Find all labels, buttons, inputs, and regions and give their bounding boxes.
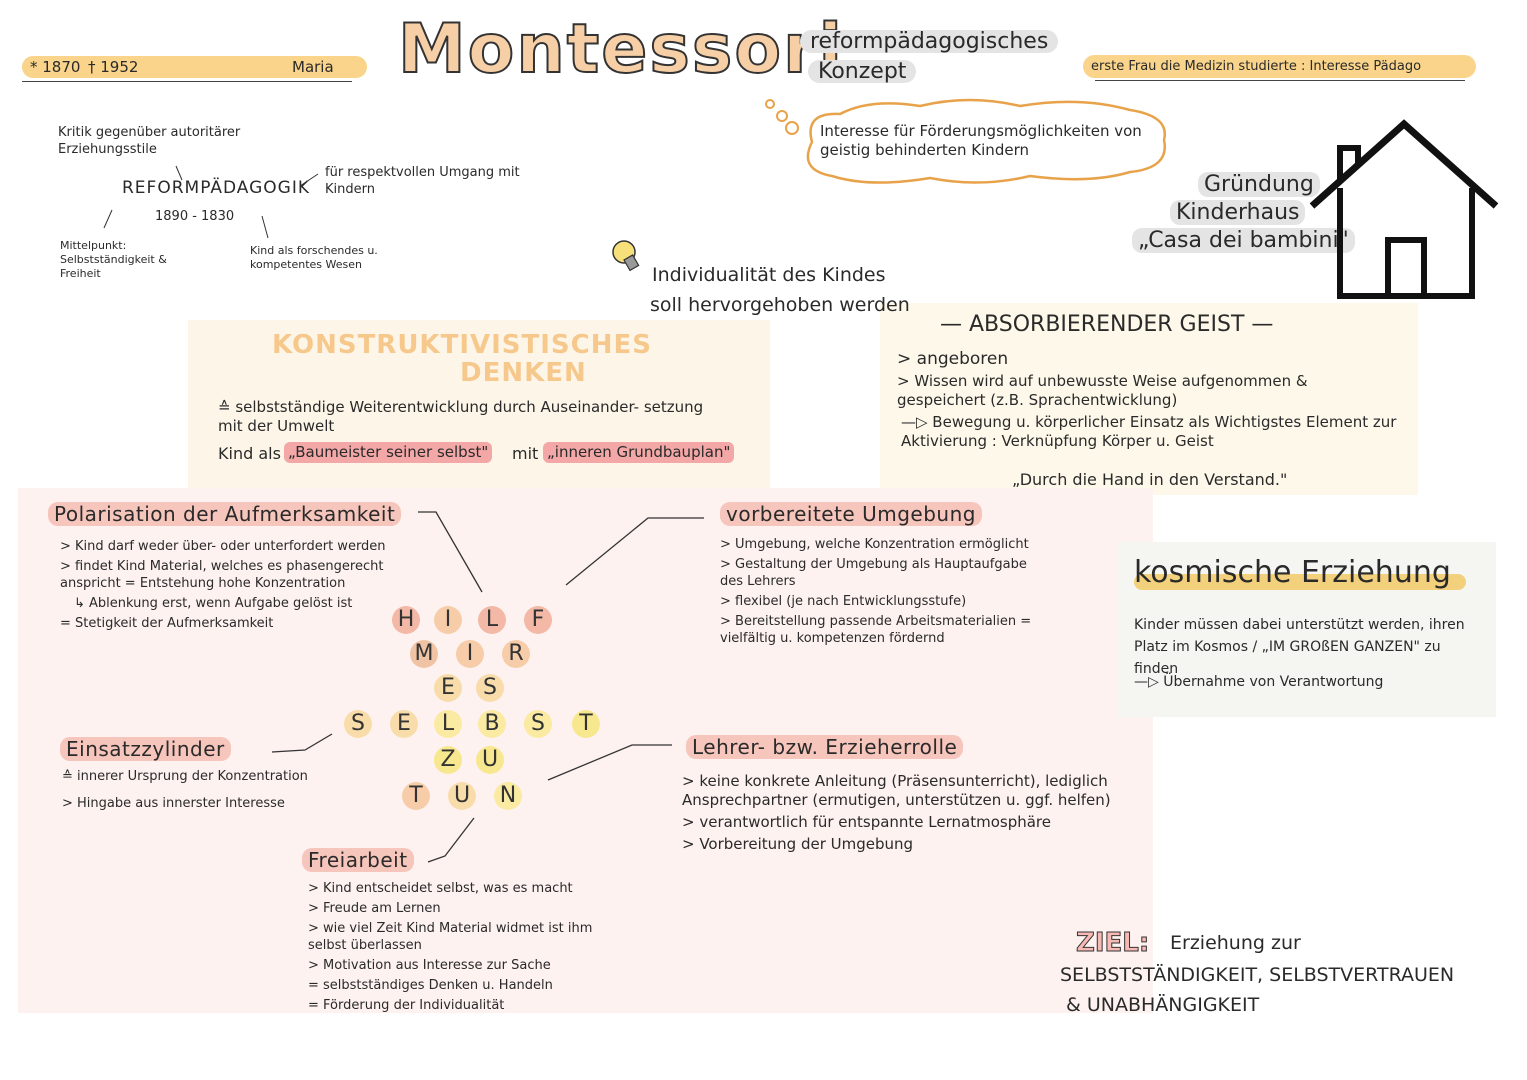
prepared-item: > flexibel (je nach Entwicklungsstufe) — [720, 594, 967, 609]
motto-letter: L — [478, 606, 506, 634]
motto-letter: I — [456, 640, 484, 668]
cosmic-panel — [1118, 542, 1496, 717]
cylinder-title: Einsatzzylinder — [60, 737, 231, 761]
prepared-title: vorbereitete Umgebung — [720, 502, 982, 526]
motto-letter: E — [434, 674, 462, 702]
prepared-item: > Umgebung, welche Konzentration ermögli… — [720, 537, 1029, 552]
freework-list: > Kind entscheidet selbst, was es macht … — [308, 880, 628, 1017]
house-line3: „Casa dei bambini" — [1132, 228, 1355, 253]
reform-years: 1890 - 1830 — [155, 209, 235, 224]
death-year: † 1952 — [88, 58, 139, 76]
absorbing-list: > angeboren > Wissen wird auf unbewusste… — [897, 350, 1397, 454]
teacher-item: > keine konkrete Anleitung (Präsensunter… — [682, 772, 1111, 809]
teacher-title: Lehrer- bzw. Erzieherrolle — [686, 735, 964, 759]
goal-line3: & UNABHÄNGIGKEIT — [1066, 994, 1260, 1016]
respect-text: für respektvollen Umgang mit Kindern — [325, 165, 520, 197]
teacher-item: > Vorbereitung der Umgebung — [682, 835, 914, 853]
motto-letter: T — [572, 710, 600, 738]
prepared-list: > Umgebung, welche Konzentration ermögli… — [720, 536, 1050, 650]
motto-letter: L — [434, 710, 462, 738]
header-underline — [22, 81, 352, 82]
motto-letter: U — [476, 746, 504, 774]
motto-letter: S — [524, 710, 552, 738]
subtitle-line2: Konzept — [808, 60, 917, 83]
motto-letter: S — [476, 674, 504, 702]
cylinder-item: > Hingabe aus innerster Interesse — [62, 796, 285, 811]
motto-letter: H — [392, 606, 420, 634]
constructivism-point: ≙ selbstständige Weiterentwicklung durch… — [218, 398, 704, 435]
motto-letter: R — [502, 640, 530, 668]
motto-letter: E — [390, 710, 418, 738]
baumeister-highlight: „Baumeister seiner selbst" — [284, 442, 493, 463]
cloud-text: Interesse für Förderungsmöglichkeiten vo… — [820, 122, 1142, 159]
freework-item: = selbstständiges Denken u. Handeln — [308, 978, 553, 993]
motto-letter: F — [524, 606, 552, 634]
thought-cloud — [765, 98, 1167, 184]
constructivism-title1: KONSTRUKTIVISTISCHES — [272, 330, 652, 360]
motto-letter: M — [410, 640, 438, 668]
cosmic-text: Kinder müssen dabei unterstützt werden, … — [1134, 617, 1465, 677]
motto-letter: S — [344, 710, 372, 738]
life-dates-bar — [22, 56, 367, 78]
goal-line1: Erziehung zur — [1170, 932, 1301, 954]
reform-title: REFORMPÄDAGOGIK — [122, 178, 310, 198]
motto-letter: T — [402, 782, 430, 810]
house-line1: Gründung — [1198, 172, 1320, 197]
freework-item: = Förderung der Individualität — [308, 998, 505, 1013]
prepared-item: > Bereitstellung passende Arbeitsmateria… — [720, 614, 1032, 646]
freework-title: Freiarbeit — [302, 848, 414, 872]
prepared-item: > Gestaltung der Umgebung als Hauptaufga… — [720, 557, 1027, 589]
grundbauplan-highlight: „inneren Grundbauplan" — [543, 442, 735, 463]
absorbing-title: — ABSORBIERENDER GEIST — — [940, 312, 1274, 337]
cosmic-underline — [1134, 574, 1466, 590]
reform-arrows — [103, 165, 319, 239]
polarisation-item: = Stetigkeit der Aufmerksamkeit — [60, 616, 274, 631]
polarisation-item: > Kind darf weder über- oder unterforder… — [60, 539, 386, 554]
cosmic-title: kosmische Erziehung — [1134, 555, 1451, 590]
individuality-line1: Individualität des Kindes — [652, 264, 886, 286]
page-title: Montessori — [397, 9, 844, 90]
cylinder-list: ≙ innerer Ursprung der Konzentration > H… — [62, 768, 352, 815]
individuality-line2: soll hervorgehoben werden — [650, 294, 910, 316]
lightbulb-icon — [612, 240, 640, 272]
center-text: Mittelpunkt: Selbstständigkeit & Freihei… — [60, 239, 167, 280]
birth-year: * 1870 — [30, 58, 81, 76]
freework-item: > Freude am Lernen — [308, 901, 441, 916]
motto-letter: N — [494, 782, 522, 810]
absorbing-item: > angeboren — [897, 349, 1009, 369]
constructivism-child-prefix: Kind als — [218, 444, 281, 463]
goal-label: ZIEL: — [1075, 928, 1150, 959]
freework-item: > Motivation aus Interesse zur Sache — [308, 958, 551, 973]
absorbing-item: —▷ Bewegung u. körperlicher Einsatz als … — [901, 413, 1397, 450]
medicine-note: erste Frau die Medizin studierte : Inter… — [1083, 55, 1476, 78]
mindmap-connectors — [271, 511, 704, 863]
motto-letter: B — [478, 710, 506, 738]
freework-item: > Kind entscheidet selbst, was es macht — [308, 881, 573, 896]
polarisation-item: > findet Kind Material, welches es phase… — [60, 559, 384, 591]
absorbing-item: > Wissen wird auf unbewusste Weise aufge… — [897, 372, 1308, 409]
child-text: Kind als forschendes u. kompetentes Wese… — [250, 244, 378, 271]
cylinder-item: ≙ innerer Ursprung der Konzentration — [62, 769, 308, 784]
medicine-underline — [1095, 80, 1465, 81]
motto-letter: Z — [434, 746, 462, 774]
polarisation-list: > Kind darf weder über- oder unterforder… — [60, 538, 390, 635]
polarisation-item: ↳ Ablenkung erst, wenn Aufgabe gelöst is… — [74, 596, 353, 611]
critique-text: Kritik gegenüber autoritärer Erziehungss… — [58, 125, 241, 157]
absorbing-panel — [880, 303, 1418, 495]
motto-letter: I — [434, 606, 462, 634]
goal-line2: SELBSTSTÄNDIGKEIT, SELBSTVERTRAUEN — [1060, 964, 1455, 986]
cosmic-arrow: —▷ Übernahme von Verantwortung — [1134, 674, 1384, 690]
freework-item: > wie viel Zeit Kind Material widmet ist… — [308, 921, 593, 953]
teacher-list: > keine konkrete Anleitung (Präsensunter… — [682, 772, 1132, 857]
absorbing-quote: „Durch die Hand in den Verstand." — [1012, 470, 1288, 489]
teacher-item: > verantwortlich für entspannte Lernatmo… — [682, 813, 1051, 831]
subtitle-line1: reformpädagogisches — [800, 30, 1059, 53]
house-icon — [1309, 119, 1499, 299]
polarisation-title: Polarisation der Aufmerksamkeit — [48, 502, 402, 526]
motto-letter: U — [448, 782, 476, 810]
house-line2: Kinderhaus — [1170, 200, 1306, 225]
first-name: Maria — [292, 58, 334, 76]
constructivism-mit: mit — [512, 444, 539, 463]
constructivism-title2: DENKEN — [460, 358, 587, 388]
